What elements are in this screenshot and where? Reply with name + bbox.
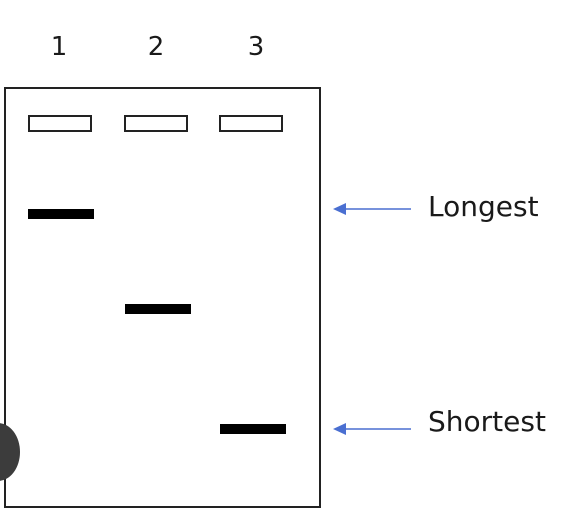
well-lane-1 [28,115,92,132]
lane-label-2: 2 [147,32,165,62]
band-lane-3 [220,424,286,434]
band-lane-1 [28,209,94,219]
gel-outline [4,87,321,508]
well-lane-2 [124,115,188,132]
band-lane-2 [125,304,191,314]
well-lane-3 [219,115,283,132]
label-longest: Longest [428,190,539,223]
label-shortest: Shortest [428,405,546,438]
lane-label-3: 3 [247,32,265,62]
floating-action-button[interactable] [0,423,20,481]
arrow-left-icon [333,203,411,215]
arrow-left-icon [333,423,411,435]
lane-label-1: 1 [50,32,68,62]
